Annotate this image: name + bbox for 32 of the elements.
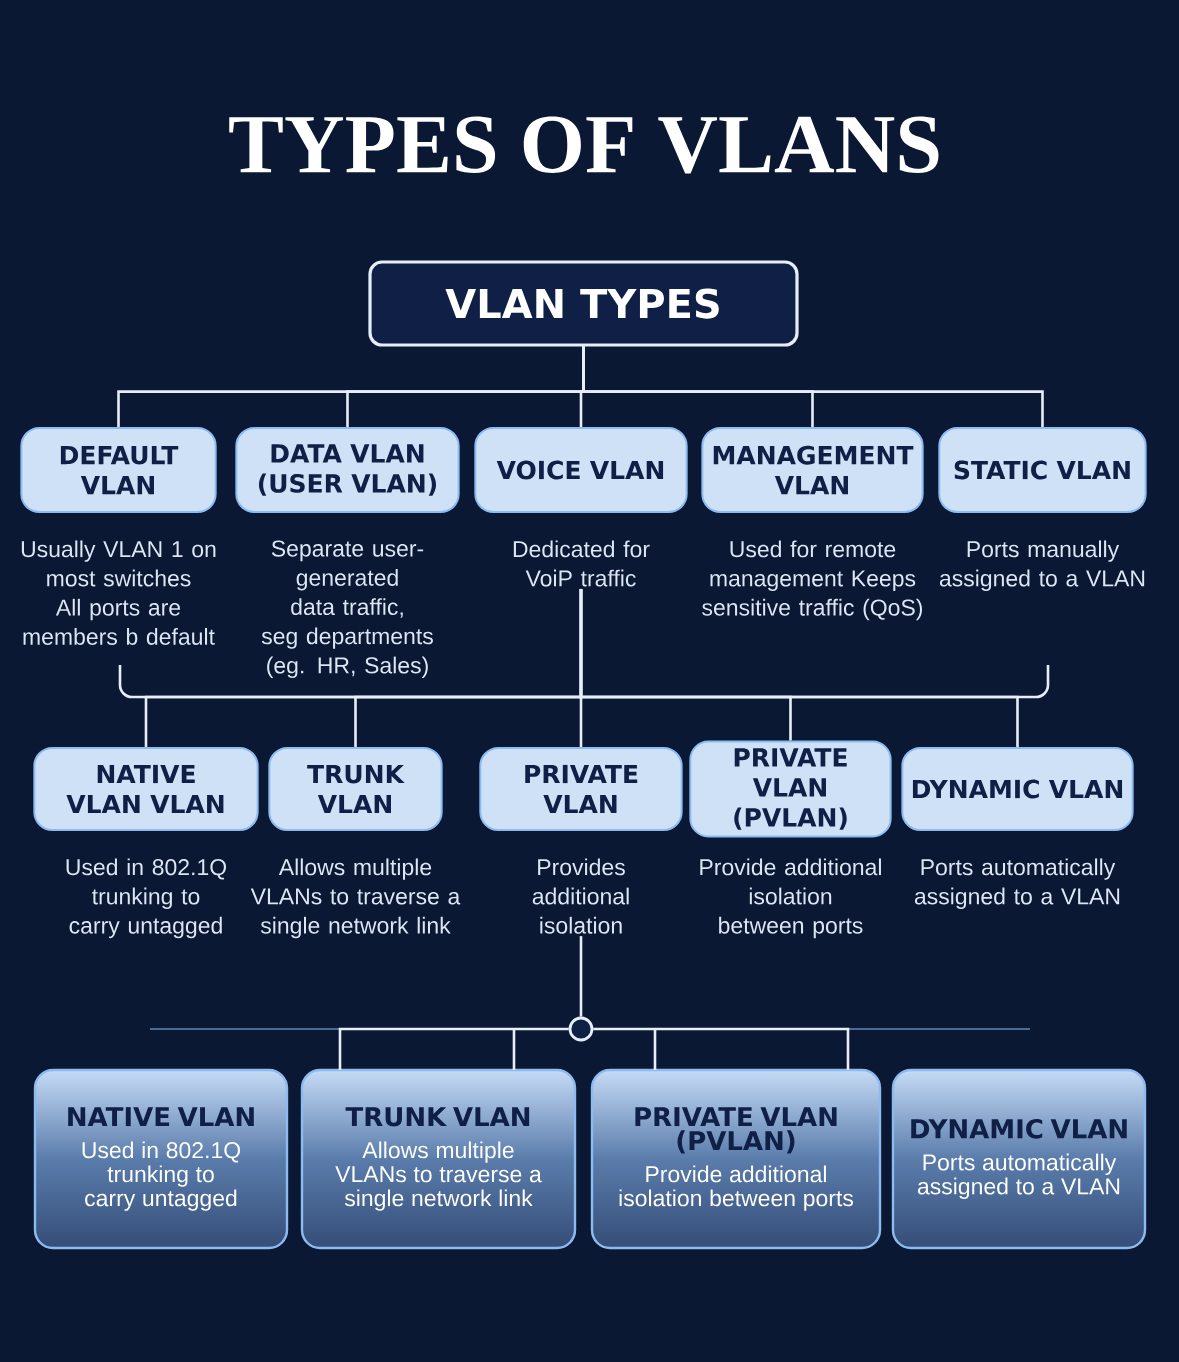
description-text: Used in 802.1Q trunking to carry untagged <box>66 858 227 939</box>
description-text: Provide additional isolation between ports <box>700 858 881 939</box>
vlan-card: NATIVE VLAN Used in 802.1Q trunking to carry untagged <box>33 1068 289 1250</box>
title: TYPES OF VLANS <box>229 116 939 174</box>
description-text: Ports manually assigned to a VLAN <box>939 540 1145 592</box>
vlan-box: NATIVE VLAN VLAN <box>33 747 259 831</box>
description-text: Used for remote management Keeps sensitive traffic (QoS) <box>702 540 923 621</box>
vlan-box: DEFAULT VLAN <box>20 427 217 513</box>
description-text: Ports automatically assigned to a VLAN <box>914 858 1120 910</box>
description-text: Usually VLAN 1 on most switches All ports are members b default <box>21 540 216 645</box>
junction-circle <box>568 1016 594 1042</box>
description-text: Separate user-generated data traffic, seg departments (eg. HR, Sales) <box>261 540 433 679</box>
vlan-box: PRIVATE VLAN (PVLAN) <box>689 740 892 838</box>
connector-line <box>579 936 583 1017</box>
vlan-box: TRUNK VLAN <box>268 747 443 831</box>
vlan-box: MANAGEMENT VLAN <box>701 427 924 513</box>
description-text: Provides additional isolation <box>532 858 629 934</box>
root-box: VLAN TYPES <box>368 260 799 347</box>
vlan-card: TRUNK VLAN Allows multiple VLANs to traverse a single network link <box>300 1068 577 1250</box>
vlan-box: PRIVATE VLAN <box>479 747 683 831</box>
connector-line <box>592 1027 850 1072</box>
vlan-card: DYNAMIC VLAN Ports automatically assigned to a VLAN <box>891 1068 1147 1250</box>
connector-line <box>338 1027 570 1072</box>
description-text: Allows multiple VLANs to traverse a single network link <box>250 858 461 939</box>
vlan-box: DYNAMIC VLAN <box>901 747 1134 831</box>
vlan-box: VOICE VLAN <box>474 427 688 513</box>
connector-line <box>579 588 1019 747</box>
description-text: Dedicated for VoiP traffic <box>513 540 650 587</box>
vlan-card: PRIVATE VLAN (PVLAN) Provide additional isolation between ports <box>590 1068 882 1250</box>
vlan-box: STATIC VLAN <box>938 427 1147 513</box>
vlan-box: DATA VLAN (USER VLAN) <box>235 427 460 513</box>
connector-line <box>582 346 1044 427</box>
